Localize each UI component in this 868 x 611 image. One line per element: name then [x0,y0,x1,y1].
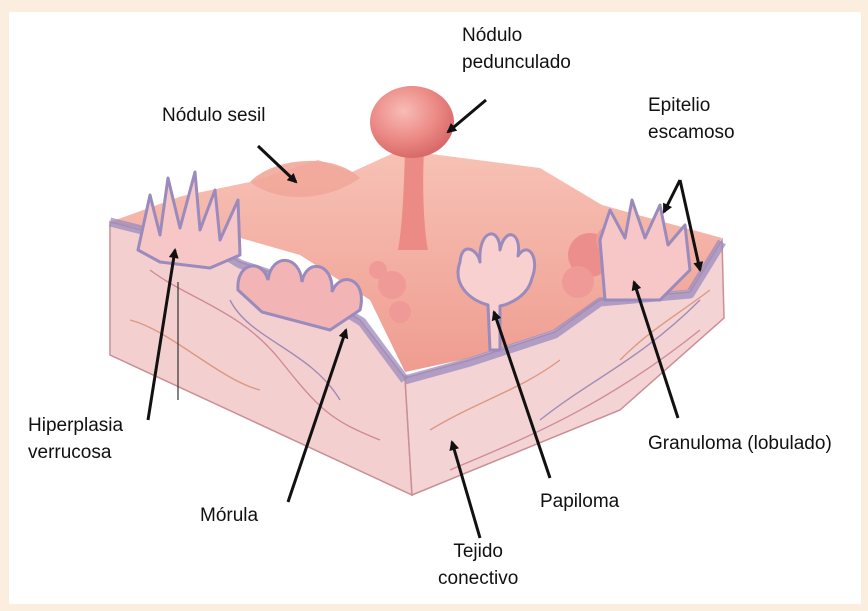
label-morula-text: Mórula [200,502,258,529]
label-nodulo-pedunculado: Nódulo pedunculado [462,22,571,76]
label-hiperplasia-line1: Hiperplasia [28,412,123,439]
label-epitelio-line2: escamoso [648,119,735,146]
label-tejido-line1: Tejido [438,538,518,565]
label-granuloma-text: Granuloma (lobulado) [648,430,832,457]
label-tejido-line2: conectivo [438,565,518,592]
label-papiloma: Papiloma [540,488,619,515]
label-epitelio-escamoso: Epitelio escamoso [648,92,735,146]
label-nodulo-pedunculado-line1: Nódulo [462,22,571,49]
label-hiperplasia-verrucosa: Hiperplasia verrucosa [28,412,123,466]
label-nodulo-pedunculado-line2: pedunculado [462,49,571,76]
squamous-epithelium-projection [600,200,690,300]
label-granuloma: Granuloma (lobulado) [648,430,832,457]
label-hiperplasia-line2: verrucosa [28,439,123,466]
arrow-epitelio-1 [664,180,680,212]
label-nodulo-sesil: Nódulo sesil [162,102,266,129]
pedunculated-nodule-head [370,86,454,158]
label-nodulo-sesil-text: Nódulo sesil [162,102,266,129]
label-morula: Mórula [200,502,258,529]
label-tejido-conectivo: Tejido conectivo [438,538,518,592]
arrow-nodulo-pedunculado [448,100,486,132]
label-papiloma-text: Papiloma [540,488,619,515]
label-epitelio-line1: Epitelio [648,92,735,119]
